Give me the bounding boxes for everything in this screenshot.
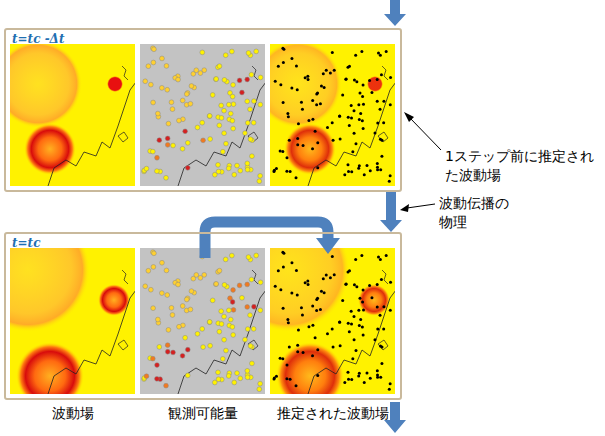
time-label: t=tc — [12, 236, 40, 250]
edge-label: 波動伝播の物理 — [439, 194, 511, 232]
callout-note: 1ステップ前に推定された波動場 — [445, 147, 595, 185]
time-step-panel: t=tc — [4, 232, 402, 400]
flow-arrow — [384, 0, 406, 433]
leader-line — [410, 118, 441, 150]
time-step-panel: t=tc -Δt — [4, 28, 402, 192]
panel-caption: 推定された波動場 — [262, 404, 403, 423]
propagation-arrow — [380, 192, 402, 232]
leader-arrowhead — [400, 204, 409, 212]
panel-caption: 波動場 — [10, 404, 135, 423]
time-label: t=tc -Δt — [12, 32, 64, 46]
assimilation-arrow — [205, 222, 328, 258]
panel-caption: 観測可能量 — [140, 404, 265, 423]
leader-arrowhead — [404, 112, 414, 122]
assimilation-arrowhead — [316, 238, 340, 254]
leader-line — [407, 204, 435, 208]
